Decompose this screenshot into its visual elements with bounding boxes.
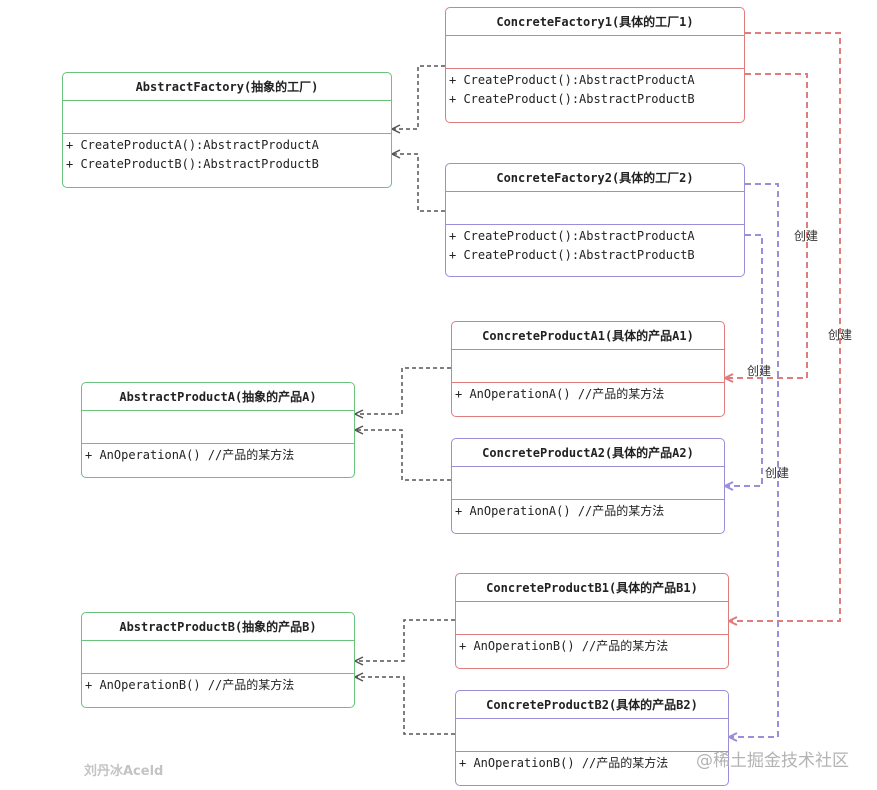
operation: + AnOperationB() //产品的某方法 bbox=[459, 639, 669, 653]
operation: + CreateProductB():AbstractProductB bbox=[66, 157, 319, 171]
class-abstract-product-b: AbstractProductB(抽象的产品B) + AnOperationB(… bbox=[81, 612, 355, 708]
class-title: ConcreteFactory1(具体的工厂1) bbox=[446, 8, 744, 36]
class-title: AbstractProductA(抽象的产品A) bbox=[82, 383, 354, 411]
class-operations: + CreateProductA():AbstractProductA + Cr… bbox=[63, 134, 391, 174]
class-attributes bbox=[452, 467, 724, 500]
author-watermark: 刘丹冰Aceld bbox=[84, 764, 164, 779]
class-concrete-product-b2: ConcreteProductB2(具体的产品B2) + AnOperation… bbox=[455, 690, 729, 786]
create-cf1-b1 bbox=[729, 32, 841, 621]
inherit-pa2-to-apa bbox=[355, 430, 451, 481]
operation: + AnOperationB() //产品的某方法 bbox=[459, 756, 669, 770]
operation: + AnOperationA() //产品的某方法 bbox=[85, 448, 295, 462]
class-attributes bbox=[446, 36, 744, 69]
class-attributes bbox=[456, 602, 728, 635]
operation: + CreateProduct():AbstractProductA bbox=[449, 73, 695, 87]
operation: + CreateProduct():AbstractProductB bbox=[449, 248, 695, 262]
class-operations: + CreateProduct():AbstractProductA + Cre… bbox=[446, 225, 744, 265]
class-concrete-product-a1: ConcreteProductA1(具体的产品A1) + AnOperation… bbox=[451, 321, 725, 417]
class-operations: + AnOperationA() //产品的某方法 bbox=[452, 500, 724, 521]
class-concrete-product-a2: ConcreteProductA2(具体的产品A2) + AnOperation… bbox=[451, 438, 725, 534]
create-cf2-b2 bbox=[729, 183, 779, 737]
site-watermark: @稀土掘金技术社区 bbox=[696, 751, 849, 771]
inherit-cf2-to-af bbox=[392, 154, 445, 212]
inherit-cf1-to-af bbox=[392, 65, 445, 129]
class-operations: + AnOperationB() //产品的某方法 bbox=[82, 674, 354, 695]
class-attributes bbox=[452, 350, 724, 383]
operation: + AnOperationA() //产品的某方法 bbox=[455, 504, 665, 518]
inherit-pa1-to-apa bbox=[355, 367, 451, 414]
inherit-pb1-to-apb bbox=[355, 619, 455, 661]
class-concrete-product-b1: ConcreteProductB1(具体的产品B1) + AnOperation… bbox=[455, 573, 729, 669]
class-attributes bbox=[63, 101, 391, 134]
operation: + CreateProduct():AbstractProductB bbox=[449, 92, 695, 106]
class-operations: + CreateProduct():AbstractProductA + Cre… bbox=[446, 69, 744, 109]
class-attributes bbox=[82, 641, 354, 674]
class-title: ConcreteProductB2(具体的产品B2) bbox=[456, 691, 728, 719]
class-operations: + AnOperationB() //产品的某方法 bbox=[456, 635, 728, 656]
class-title: AbstractFactory(抽象的工厂) bbox=[63, 73, 391, 101]
create-cf1-a1 bbox=[725, 73, 808, 378]
class-concrete-factory1: ConcreteFactory1(具体的工厂1) + CreateProduct… bbox=[445, 7, 745, 123]
create-label-cf1-b1: 创建 bbox=[828, 328, 853, 342]
create-label-cf1-a1: 创建 bbox=[794, 229, 819, 243]
operation: + AnOperationB() //产品的某方法 bbox=[85, 678, 295, 692]
class-operations: + AnOperationA() //产品的某方法 bbox=[82, 444, 354, 465]
class-attributes bbox=[456, 719, 728, 752]
class-title: ConcreteProductA2(具体的产品A2) bbox=[452, 439, 724, 467]
class-title: AbstractProductB(抽象的产品B) bbox=[82, 613, 354, 641]
class-operations: + AnOperationB() //产品的某方法 bbox=[456, 752, 728, 773]
create-cf2-a2 bbox=[725, 234, 763, 486]
class-title: ConcreteProductB1(具体的产品B1) bbox=[456, 574, 728, 602]
create-label-cf2-b2: 创建 bbox=[765, 466, 790, 480]
operation: + CreateProduct():AbstractProductA bbox=[449, 229, 695, 243]
create-label-cf2-a2: 创建 bbox=[747, 364, 772, 378]
operation: + AnOperationA() //产品的某方法 bbox=[455, 387, 665, 401]
class-abstract-factory: AbstractFactory(抽象的工厂) + CreateProductA(… bbox=[62, 72, 392, 188]
operation: + CreateProductA():AbstractProductA bbox=[66, 138, 319, 152]
inherit-pb2-to-apb bbox=[355, 677, 455, 735]
class-attributes bbox=[446, 192, 744, 225]
class-title: ConcreteProductA1(具体的产品A1) bbox=[452, 322, 724, 350]
class-title: ConcreteFactory2(具体的工厂2) bbox=[446, 164, 744, 192]
class-attributes bbox=[82, 411, 354, 444]
class-operations: + AnOperationA() //产品的某方法 bbox=[452, 383, 724, 404]
class-concrete-factory2: ConcreteFactory2(具体的工厂2) + CreateProduct… bbox=[445, 163, 745, 277]
class-abstract-product-a: AbstractProductA(抽象的产品A) + AnOperationA(… bbox=[81, 382, 355, 478]
